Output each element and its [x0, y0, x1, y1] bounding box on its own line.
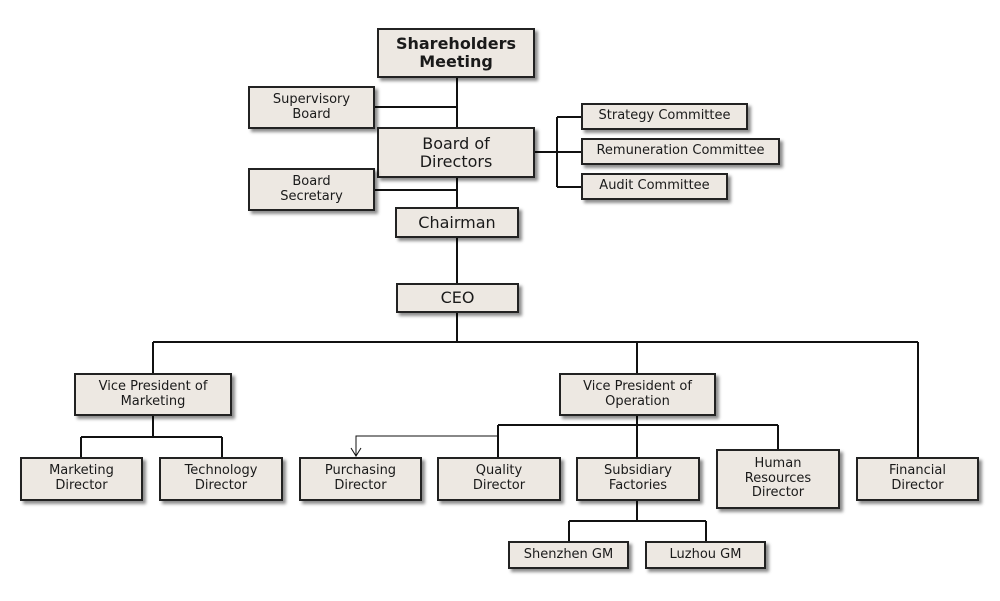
luzhou-gm-box: Luzhou GM [645, 541, 766, 569]
vp-marketing-box: Vice President of Marketing [74, 373, 232, 416]
board-of-directors-box: Board of Directors [377, 127, 535, 178]
audit-committee-box: Audit Committee [581, 173, 728, 200]
marketing-director-box: Marketing Director [20, 457, 143, 501]
board-secretary-box: Board Secretary [248, 168, 375, 211]
chairman-box: Chairman [395, 207, 519, 238]
connector-purchasing-arrow [355, 435, 498, 455]
subsidiary-factories-box: Subsidiary Factories [576, 457, 700, 501]
ceo-box: CEO [396, 283, 519, 313]
vp-operation-box: Vice President of Operation [559, 373, 716, 416]
strategy-committee-box: Strategy Committee [581, 103, 748, 130]
technology-director-box: Technology Director [159, 457, 283, 501]
supervisory-board-box: Supervisory Board [248, 86, 375, 129]
arrowhead-purchasing [350, 447, 362, 457]
remuneration-committee-box: Remuneration Committee [581, 138, 780, 165]
hr-director-box: Human Resources Director [716, 449, 840, 509]
financial-director-box: Financial Director [856, 457, 979, 501]
shareholders-meeting-box: Shareholders Meeting [377, 28, 535, 78]
shenzhen-gm-box: Shenzhen GM [508, 541, 629, 569]
purchasing-director-box: Purchasing Director [299, 457, 422, 501]
quality-director-box: Quality Director [437, 457, 561, 501]
